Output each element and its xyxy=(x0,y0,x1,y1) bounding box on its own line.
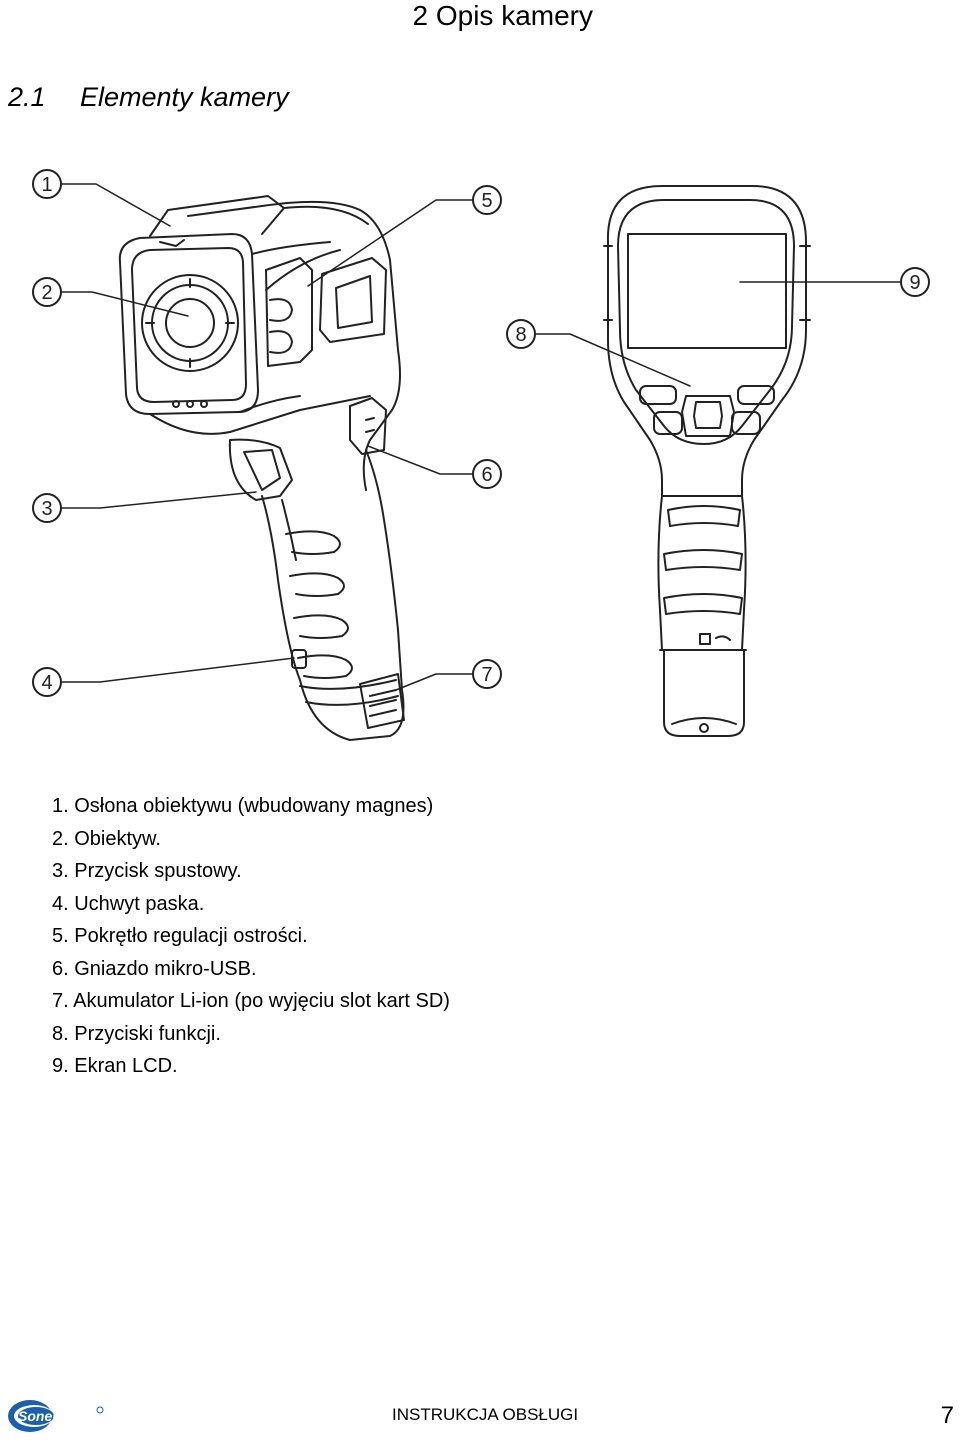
legend-item: 2. Obiektyw. xyxy=(52,827,161,850)
legend-item: 4. Uchwyt paska. xyxy=(52,892,205,915)
camera-side-view xyxy=(118,195,405,741)
legend-item: 5. Pokrętło regulacji ostrości. xyxy=(52,925,308,947)
section-number: 2.1 xyxy=(8,82,46,112)
section-title: 2.1 Elementy kamery xyxy=(8,80,289,114)
camera-figure: 1 2 3 4 5 6 7 8 9 xyxy=(32,169,930,741)
callout-8: 8 xyxy=(506,319,536,349)
svg-text:6: 6 xyxy=(481,464,492,486)
callouts: 1 2 3 4 5 6 7 8 9 xyxy=(32,169,930,697)
callout-5: 5 xyxy=(472,185,502,215)
callout-2: 2 xyxy=(32,277,62,307)
callout-7: 7 xyxy=(472,659,502,689)
sonel-logo: Sonel xyxy=(8,1400,104,1432)
legend-item: 7. Akumulator Li-ion (po wyjęciu slot ka… xyxy=(52,990,450,1012)
svg-text:5: 5 xyxy=(481,190,492,212)
legend-item: 6. Gniazdo mikro-USB. xyxy=(52,957,257,980)
svg-text:2: 2 xyxy=(41,282,52,304)
section-name: Elementy kamery xyxy=(80,82,289,112)
callout-4: 4 xyxy=(32,667,62,697)
legend-item: 1. Osłona obiektywu (wbudowany magnes) xyxy=(52,795,434,817)
footer-document-title: INSTRUKCJA OBSŁUGI xyxy=(392,1405,579,1424)
callout-3: 3 xyxy=(32,493,62,523)
legend-item: 8. Przyciski funkcji. xyxy=(52,1022,221,1045)
footer-page-number: 7 xyxy=(940,1402,954,1429)
legend-item: 3. Przycisk spustowy. xyxy=(52,860,242,882)
svg-text:9: 9 xyxy=(909,272,920,294)
callout-6: 6 xyxy=(472,459,502,489)
leader-lines xyxy=(61,183,901,691)
svg-text:4: 4 xyxy=(41,672,52,694)
svg-text:8: 8 xyxy=(515,324,526,346)
legend-list: 1. Osłona obiektywu (wbudowany magnes) 2… xyxy=(52,790,450,1083)
legend-item: 9. Ekran LCD. xyxy=(52,1055,178,1077)
svg-text:7: 7 xyxy=(481,664,492,686)
svg-text:1: 1 xyxy=(41,174,52,196)
callout-1: 1 xyxy=(32,169,62,199)
svg-text:3: 3 xyxy=(41,498,52,520)
svg-text:Sonel: Sonel xyxy=(18,1408,57,1424)
callout-9: 9 xyxy=(900,267,930,297)
camera-back-view xyxy=(603,185,811,737)
chapter-title: 2 Opis kamery xyxy=(412,0,594,31)
